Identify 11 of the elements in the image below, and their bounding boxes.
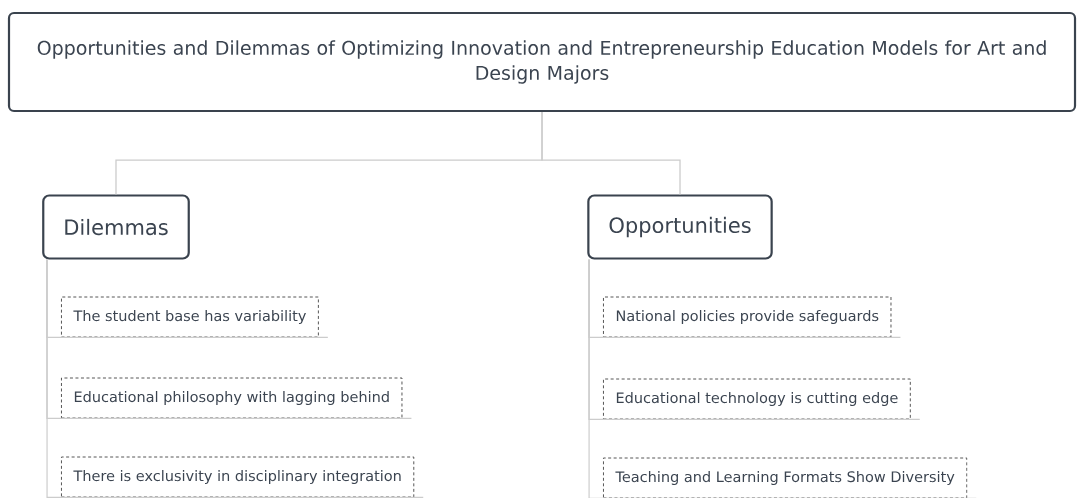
- item-box: There is exclusivity in disciplinary integration: [61, 456, 415, 498]
- item-box: Educational technology is cutting edge: [603, 378, 911, 420]
- category-box: Opportunities: [587, 194, 773, 260]
- item-box: The student base has variability: [61, 296, 319, 338]
- connector: [46, 258, 424, 498]
- category-box: Dilemmas: [42, 194, 190, 260]
- item-box: Educational philosophy with lagging behind: [61, 377, 403, 419]
- item-box: Teaching and Learning Formats Show Diversity: [603, 457, 968, 498]
- connector: [541, 111, 681, 196]
- title-box: Opportunities and Dilemmas of Optimizing Innovation and Entrepreneurship Education Models for Art and Design Majors: [7, 11, 1077, 113]
- item-box: National policies provide safeguards: [603, 296, 892, 338]
